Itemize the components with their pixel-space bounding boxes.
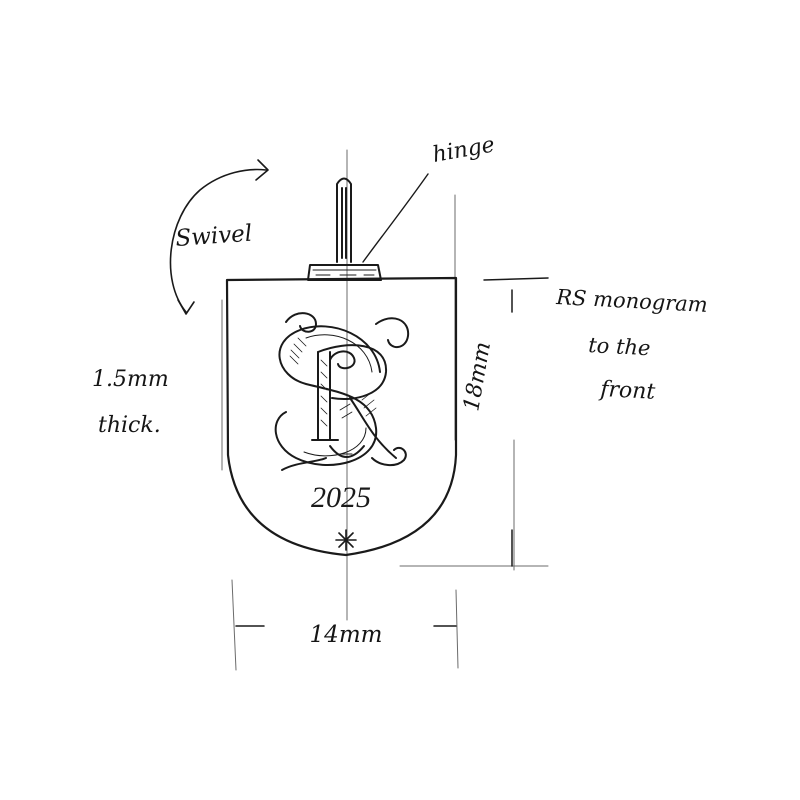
hinge-block [307, 264, 382, 281]
note-line2: to the [588, 333, 651, 360]
swivel-pin [336, 177, 352, 263]
star-mark [335, 529, 357, 551]
shield-outline [225, 276, 458, 557]
rs-monogram [274, 312, 410, 471]
thickness-label-line1: 1.5mm [92, 367, 169, 392]
width-label: 14mm [310, 622, 383, 648]
thickness-label-line2: thick. [98, 413, 161, 438]
monogram-hatching [289, 337, 377, 427]
engraved-year: 2025 [311, 481, 371, 514]
height-dimension [483, 277, 549, 567]
hinge-label: hinge [431, 132, 497, 167]
swivel-label: Swivel [175, 221, 253, 252]
note-line1: RS monogram [555, 285, 709, 317]
height-label: 18mm [459, 340, 496, 413]
hinge-leader [362, 173, 429, 263]
construction-lines [221, 149, 549, 671]
note-line3: front [598, 377, 656, 405]
swivel-arrow [169, 159, 269, 315]
